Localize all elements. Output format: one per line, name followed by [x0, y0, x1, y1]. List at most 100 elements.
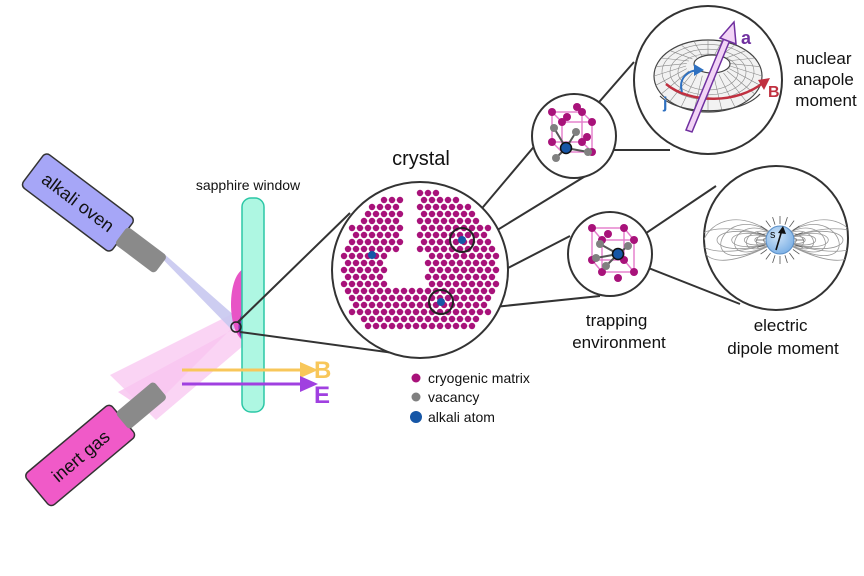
matrix-atom — [476, 294, 484, 302]
matrix-atom — [468, 308, 476, 316]
crystal-zoom-ring-top — [449, 227, 475, 253]
matrix-atom — [468, 252, 476, 260]
matrix-atom — [468, 224, 476, 232]
matrix-atom — [368, 273, 376, 281]
matrix-atom — [448, 315, 456, 323]
matrix-atom — [440, 231, 448, 239]
matrix-atom — [444, 196, 452, 204]
matrix-atom — [372, 224, 380, 232]
matrix-atom — [392, 231, 400, 239]
matrix-atom — [356, 238, 364, 246]
matrix-atom — [404, 308, 412, 316]
matrix-atom — [364, 238, 372, 246]
matrix-atom — [452, 252, 460, 260]
matrix-atom — [352, 273, 360, 281]
matrix-atom — [432, 315, 440, 323]
matrix-atom — [392, 217, 400, 225]
matrix-atom — [472, 301, 480, 309]
matrix-atom — [360, 287, 368, 295]
matrix-atom — [416, 189, 424, 197]
matrix-atom — [352, 301, 360, 309]
matrix-atom — [428, 210, 436, 218]
matrix-atom — [424, 203, 432, 211]
matrix-atom — [388, 224, 396, 232]
matrix-atom — [412, 322, 420, 330]
legend-label-vacancy: vacancy — [428, 389, 479, 405]
matrix-atom — [392, 287, 400, 295]
matrix-atom — [348, 280, 356, 288]
matrix-atom — [348, 294, 356, 302]
matrix-atom — [364, 280, 372, 288]
matrix-atom — [364, 224, 372, 232]
matrix-atom — [420, 210, 428, 218]
matrix-atom — [432, 259, 440, 267]
matrix-atom — [472, 287, 480, 295]
matrix-atom — [452, 308, 460, 316]
matrix-atom — [384, 287, 392, 295]
matrix-atom — [492, 252, 500, 260]
matrix-atom — [416, 231, 424, 239]
matrix-atom — [484, 266, 492, 274]
matrix-atom — [448, 273, 456, 281]
matrix-atom — [372, 266, 380, 274]
matrix-atom — [464, 315, 472, 323]
matrix-atom — [484, 252, 492, 260]
matrix-atom — [372, 308, 380, 316]
matrix-atom — [376, 203, 384, 211]
matrix-atom — [440, 217, 448, 225]
crystal-matrix — [340, 189, 500, 330]
matrix-atom — [360, 217, 368, 225]
matrix-atom — [436, 224, 444, 232]
matrix-atom — [420, 196, 428, 204]
matrix-atom — [416, 301, 424, 309]
matrix-atom — [468, 294, 476, 302]
matrix-atom — [448, 259, 456, 267]
matrix-atom — [476, 238, 484, 246]
matrix-atom — [344, 259, 352, 267]
matrix-atom — [472, 315, 480, 323]
matrix-atom — [404, 294, 412, 302]
matrix-atom — [476, 308, 484, 316]
legend-label-alkali: alkali atom — [428, 409, 495, 425]
dipole-sphere — [765, 225, 795, 255]
crystal-alkali-atom — [437, 298, 445, 306]
matrix-atom — [348, 238, 356, 246]
dipole-spin-arrowhead — [778, 226, 786, 234]
matrix-atom — [372, 210, 380, 218]
matrix-atom — [424, 259, 432, 267]
matrix-atom — [420, 294, 428, 302]
lattice-cell-bottom — [588, 224, 638, 282]
anapole-b-arrow — [665, 81, 765, 100]
matrix-atom — [484, 308, 492, 316]
matrix-atom — [464, 203, 472, 211]
matrix-atom — [380, 224, 388, 232]
matrix-atom — [448, 203, 456, 211]
matrix-atom — [472, 245, 480, 253]
matrix-atom — [348, 252, 356, 260]
matrix-atom — [376, 231, 384, 239]
matrix-atom — [356, 266, 364, 274]
matrix-atom — [432, 231, 440, 239]
matrix-atom — [488, 273, 496, 281]
matrix-atom — [364, 294, 372, 302]
matrix-atom — [400, 315, 408, 323]
lattice-cell-top — [548, 103, 596, 162]
sapphire-window — [241, 197, 265, 413]
matrix-atom — [424, 217, 432, 225]
matrix-atom — [368, 301, 376, 309]
matrix-atom — [468, 266, 476, 274]
sample-marker — [230, 321, 242, 333]
matrix-atom — [344, 287, 352, 295]
matrix-atom — [452, 294, 460, 302]
matrix-atom — [396, 322, 404, 330]
atom-beam — [144, 240, 244, 330]
matrix-atom — [420, 308, 428, 316]
matrix-atom — [352, 245, 360, 253]
matrix-atom — [396, 294, 404, 302]
matrix-atom — [480, 231, 488, 239]
matrix-atom — [464, 273, 472, 281]
matrix-atom — [364, 308, 372, 316]
matrix-atom — [368, 231, 376, 239]
matrix-atom — [452, 196, 460, 204]
